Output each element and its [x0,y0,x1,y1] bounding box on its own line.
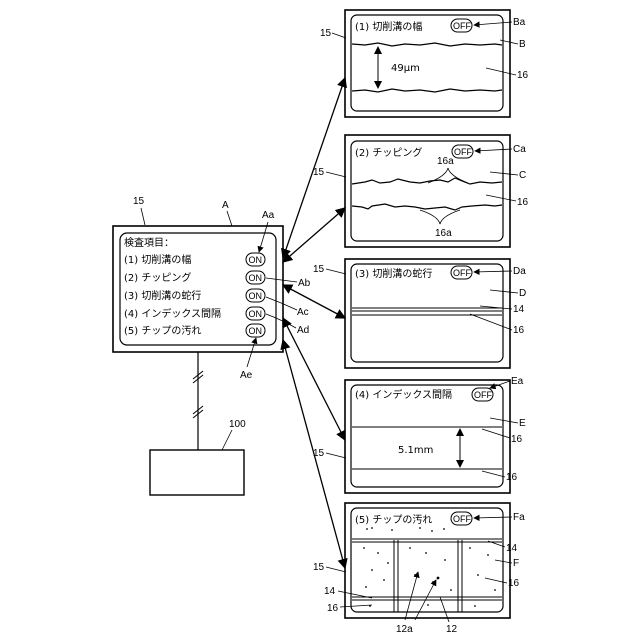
link-arrows [283,78,345,568]
panel-2-title: (2) チッピング [355,146,422,159]
panel-4-toggle-ref: Ea [511,376,524,387]
panel-4-measure: 5.1mm [398,445,433,456]
panel-5-label-14a: 14 [506,543,518,554]
panel-4-off-label: OFF [474,390,492,400]
on-toggle-1-label: ON [249,255,263,265]
panel-2-chip-bottom-label: 16a [435,228,452,239]
panel-2-toggle-ref: Ca [513,144,526,155]
inspection-heading: 検査項目： [124,236,174,249]
panel-5-off-label: OFF [453,514,471,524]
panel-3-off-toggle[interactable]: OFF [451,266,472,279]
ref-Ae: Ae [240,370,253,381]
on-toggle-3[interactable]: ON [246,289,265,302]
control-panel-letter: A [222,200,229,211]
panel-3-label-14: 14 [513,304,525,315]
inspection-item-4: (4) インデックス間隔 [124,307,221,320]
device-ref: 100 [229,419,246,430]
inspection-item-1: (1) 切削溝の幅 [124,253,191,266]
inspection-item-2: (2) チッピング [124,271,191,284]
on-toggle-2-label: ON [249,273,263,283]
panel-1-off-label: OFF [453,21,471,31]
inspection-item-5: (5) チップの汚れ [124,324,201,337]
panel-groove-width: (1) 切削溝の幅 OFF Ba 15 B 49μm 16 [320,10,529,117]
panel-chip-contamination: (5) チップの汚れ OFF Fa [313,503,525,635]
ref-Ad: Ad [297,325,309,336]
on-toggle-5-label: ON [249,326,263,336]
panel-3-ref: 15 [313,264,325,275]
panel-2-letter: C [519,170,526,181]
ref-Ab: Ab [298,278,311,289]
panel-meander: (3) 切削溝の蛇行 OFF Da 15 D 14 16 [313,259,526,368]
panel-4-title: (4) インデックス間隔 [355,388,452,401]
on-toggle-3-label: ON [249,291,263,301]
panel-3-toggle-ref: Da [513,266,526,277]
panel-5-label-16b: 16 [327,603,339,614]
on-toggle-2[interactable]: ON [246,271,265,284]
ref-Aa: Aa [262,210,275,221]
arrow-to-panel-3 [283,285,345,318]
panel-1-label-16: 16 [517,70,529,81]
on-toggle-4-label: ON [249,309,263,319]
panel-5-ref: 15 [313,562,325,573]
panel-2-ref: 15 [313,167,325,178]
panel-5-label-16a: 16 [508,578,520,589]
panel-2-off-toggle[interactable]: OFF [452,145,473,158]
panel-4-label-16a: 16 [511,434,523,445]
ref-Ac: Ac [297,307,309,318]
panel-1-letter: B [519,39,526,50]
panel-1-off-toggle[interactable]: OFF [451,19,472,32]
panel-3-letter: D [519,288,526,299]
on-toggle-4[interactable]: ON [246,307,265,320]
panel-5-letter: F [513,558,519,569]
panel-5-label-14b: 14 [324,586,336,597]
panel-5-title: (5) チップの汚れ [355,513,432,526]
panel-5-toggle-ref: Fa [513,512,525,523]
panel-1-title: (1) 切削溝の幅 [355,20,422,33]
panel-5-label-12: 12 [446,624,458,635]
panel-4-off-toggle[interactable]: OFF [472,388,493,401]
on-toggle-1[interactable]: ON [246,253,265,266]
cable [193,352,203,450]
arrow-to-panel-2 [283,208,345,262]
control-panel-ref: 15 [133,196,145,207]
panel-1-toggle-ref: Ba [513,17,526,28]
panel-2-chip-top-label: 16a [437,156,454,167]
panel-4-letter: E [519,418,526,429]
panel-5-label-12a: 12a [396,624,413,635]
control-panel: 15 A 検査項目： (1) 切削溝の幅 (2) チッピング (3) 切削溝の蛇… [113,196,311,381]
panel-index-interval: (4) インデックス間隔 OFF Ea E 5.1mm 16 15 16 [313,376,526,493]
panel-2-off-label: OFF [454,147,472,157]
panel-4-ref: 15 [313,448,325,459]
panel-3-title: (3) 切削溝の蛇行 [355,267,432,280]
panel-1-ref: 15 [320,28,332,39]
panel-5-off-toggle[interactable]: OFF [451,512,472,525]
panel-4-label-16b: 16 [506,472,518,483]
panel-3-off-label: OFF [453,268,471,278]
panel-3-label-16: 16 [513,325,525,336]
arrow-to-panel-4 [283,318,345,440]
on-toggle-5[interactable]: ON [246,324,265,337]
panel-2-label-16: 16 [517,197,529,208]
panel-1-measure: 49μm [391,63,420,74]
inspection-item-3: (3) 切削溝の蛇行 [124,289,201,302]
panel-chipping: (2) チッピング OFF Ca 15 16a C 16 16a [313,135,529,247]
